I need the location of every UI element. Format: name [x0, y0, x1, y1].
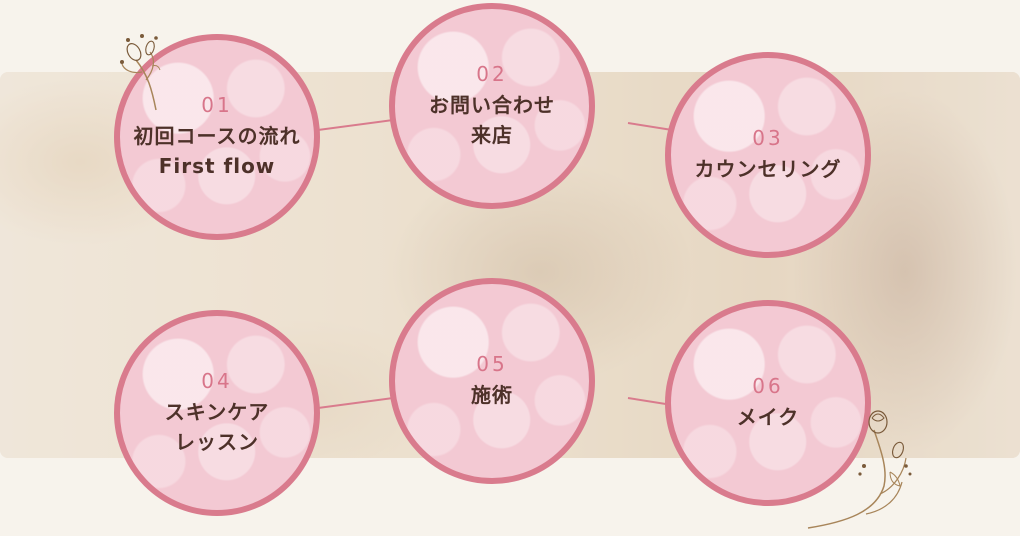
step-06-card: 06 メイク: [665, 300, 871, 506]
floral-sprig-icon: [120, 34, 161, 111]
step-03-card: 03 カウンセリング: [665, 52, 871, 258]
step-number: 03: [752, 126, 784, 150]
step-subtitle: レッスン: [175, 430, 259, 454]
step-title: メイク: [736, 405, 800, 429]
step-number: 05: [476, 352, 508, 376]
step-01-card: 01 初回コースの流れ First flow: [114, 34, 320, 240]
step-05-card: 05 施術: [389, 278, 595, 484]
step-title: カウンセリング: [694, 157, 842, 181]
connector-1-2: [317, 119, 394, 131]
connector-4-5: [317, 397, 394, 409]
step-subtitle: 来店: [471, 123, 513, 147]
step-04-card: 04 スキンケア レッスン: [114, 310, 320, 516]
floral-branch-icon: [807, 410, 912, 529]
step-02-card: 02 お問い合わせ 来店: [389, 3, 595, 209]
step-title: 初回コースの流れ: [133, 124, 301, 148]
step-subtitle: First flow: [158, 154, 276, 178]
connector-5-6: [627, 397, 673, 406]
step-number: 06: [752, 374, 784, 398]
step-number: 02: [476, 62, 508, 86]
step-number: 01: [201, 93, 233, 117]
step-title: お問い合わせ: [429, 93, 555, 117]
step-title: スキンケア: [164, 400, 270, 424]
step-title: 施術: [471, 383, 513, 407]
connector-2-3: [627, 122, 673, 131]
step-number: 04: [201, 369, 233, 393]
